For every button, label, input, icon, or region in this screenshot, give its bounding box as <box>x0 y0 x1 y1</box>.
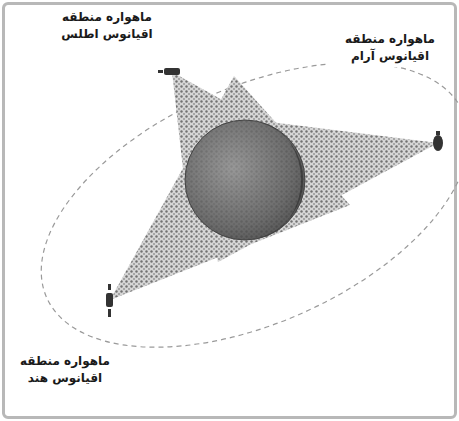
orbit <box>0 4 459 405</box>
satellite-label: ماهواره منطقه اقیانوس اطلس <box>52 8 162 45</box>
satellite-pacific <box>433 131 443 151</box>
satellite-label: ماهواره منطقه اقیانوس آرام <box>326 30 454 67</box>
coverage-cones <box>110 72 438 300</box>
satellite-indian <box>106 284 113 317</box>
satellite-label: ماهواره منطقه اقیانوس هند <box>10 352 120 389</box>
satellite-atlantic <box>158 68 180 75</box>
earth <box>185 120 305 240</box>
